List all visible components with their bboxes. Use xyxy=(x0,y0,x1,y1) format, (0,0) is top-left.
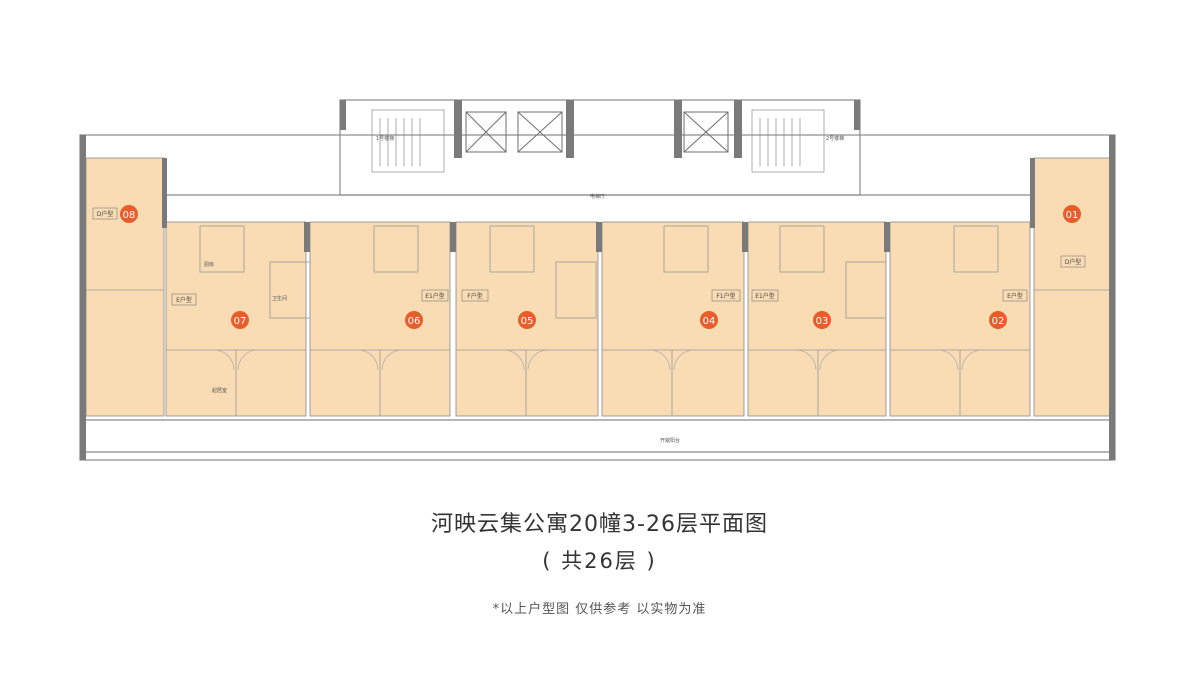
stair-label-2: 2号楼梯 xyxy=(826,135,844,142)
unit-number-03: 03 xyxy=(816,316,829,327)
bathroom-label: 卫生间 xyxy=(272,295,287,302)
unit-tag-06 xyxy=(421,289,449,302)
unit-badge-06 xyxy=(405,311,423,329)
corridor-label: 电梯厅 xyxy=(590,193,605,200)
door-swings xyxy=(213,349,983,371)
unit-type-04: F1户型 xyxy=(716,292,735,300)
unit-tag-05 xyxy=(461,289,489,302)
unit-badge-07 xyxy=(231,311,249,329)
kitchen-label: 厨房 xyxy=(204,261,214,268)
bedroom-label: 起居室 xyxy=(212,387,227,394)
unit-tag-07 xyxy=(171,293,197,306)
unit-badge-02 xyxy=(989,311,1007,329)
unit-number-05: 05 xyxy=(521,316,534,327)
unit-tag-01 xyxy=(1060,255,1086,268)
walls xyxy=(80,100,1115,460)
unit-badge-05 xyxy=(518,311,536,329)
floor-plan: 1号楼梯 2号楼梯 电梯厅 厨房 卫生间 起居室 开敞阳台 08 D户型 07 … xyxy=(79,99,1116,461)
unit-number-08: 08 xyxy=(123,210,136,221)
unit-number-07: 07 xyxy=(234,316,247,327)
building-outline xyxy=(79,99,1116,461)
plan-subtitle: ( 共26层 ) xyxy=(542,549,657,573)
unit-type-06: E1户型 xyxy=(425,292,445,300)
unit-tag-08 xyxy=(92,207,118,220)
stair-cores xyxy=(371,109,825,173)
partitions xyxy=(86,225,1112,416)
plan-title: 河映云集公寓20幢3-26层平面图 xyxy=(431,512,768,537)
unit-number-04: 04 xyxy=(703,316,716,327)
unit-type-03: E1户型 xyxy=(755,292,775,300)
unit-tag-04 xyxy=(711,289,741,302)
unit-badge-04 xyxy=(700,311,718,329)
core-lifts xyxy=(465,111,729,153)
unit-type-01: D户型 xyxy=(1065,258,1082,266)
unit-tag-03 xyxy=(751,289,779,302)
balcony-label: 开敞阳台 xyxy=(660,437,680,444)
unit-number-06: 06 xyxy=(408,316,421,327)
stair-label-1: 1号楼梯 xyxy=(376,135,394,142)
unit-type-02: E户型 xyxy=(1007,292,1023,300)
disclaimer-note: *以上户型图 仅供参考 以实物为准 xyxy=(492,602,707,617)
unit-type-07: E户型 xyxy=(176,296,192,304)
unit-number-01: 01 xyxy=(1066,210,1079,221)
unit-number-02: 02 xyxy=(992,316,1005,327)
unit-badge-03 xyxy=(813,311,831,329)
unit-tag-02 xyxy=(1002,289,1028,302)
unit-type-08: D户型 xyxy=(97,210,114,218)
unit-type-05: F户型 xyxy=(467,292,482,300)
unit-badge-08 xyxy=(120,205,138,223)
unit-badge-01 xyxy=(1063,205,1081,223)
